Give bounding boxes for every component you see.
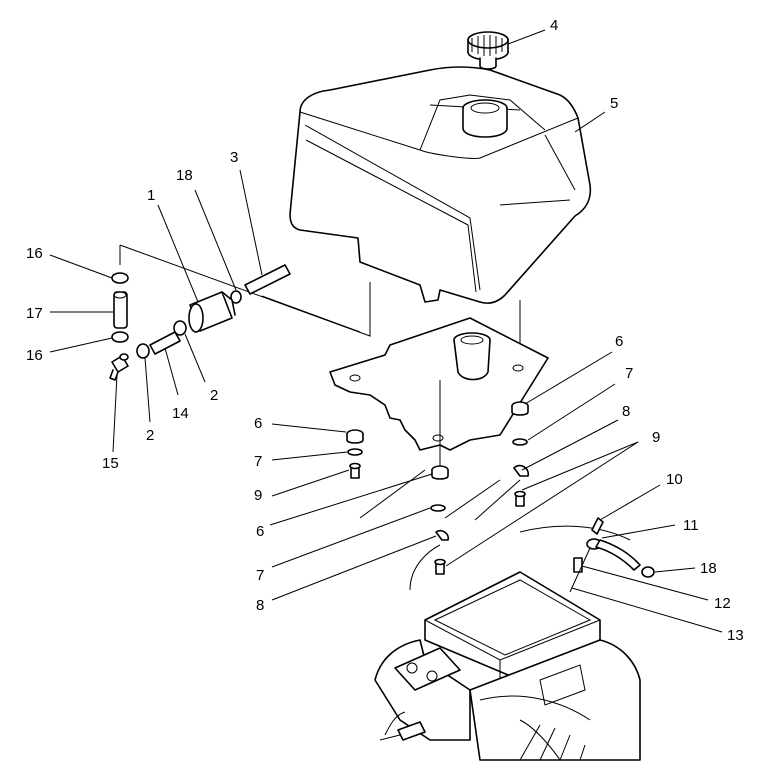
callout-14: 14 xyxy=(172,405,189,422)
callout-11: 11 xyxy=(683,517,699,534)
fuel-filter-assembly xyxy=(109,264,291,381)
callout-4: 4 xyxy=(550,17,558,34)
callout-1: 1 xyxy=(147,187,155,204)
fuel-pump-line xyxy=(569,517,655,593)
callout-7-center: 7 xyxy=(256,567,264,584)
engine xyxy=(374,571,641,761)
callout-16-bottom: 16 xyxy=(26,347,43,364)
callout-16-top: 16 xyxy=(26,245,43,262)
callout-8-center: 8 xyxy=(256,597,264,614)
mount-hardware-center xyxy=(430,465,450,575)
callout-2-left: 2 xyxy=(146,427,154,444)
callout-6-left: 6 xyxy=(254,415,262,432)
callout-labels: 4 5 3 18 1 16 17 16 2 14 2 15 6 7 8 9 6 … xyxy=(26,17,744,644)
callout-10: 10 xyxy=(666,471,683,488)
callout-7-left: 7 xyxy=(254,453,262,470)
mount-hardware-right xyxy=(511,401,530,507)
leader-lines xyxy=(49,29,723,633)
callout-6-right: 6 xyxy=(615,333,623,350)
callout-12: 12 xyxy=(714,595,731,612)
callout-8-right: 8 xyxy=(622,403,630,420)
callout-3: 3 xyxy=(230,149,238,166)
callout-9-right: 9 xyxy=(652,429,660,446)
callout-2-right: 2 xyxy=(210,387,218,404)
mount-hardware-left xyxy=(346,429,364,479)
callout-13: 13 xyxy=(727,627,744,644)
callout-18-left: 18 xyxy=(176,167,193,184)
fuel-tank xyxy=(289,66,592,360)
reference-lines xyxy=(119,244,631,591)
fuel-cap xyxy=(467,31,509,70)
callout-17: 17 xyxy=(26,305,43,322)
callout-7-right: 7 xyxy=(625,365,633,382)
tank-mounting-plate xyxy=(329,317,549,451)
callout-5: 5 xyxy=(610,95,618,112)
callout-9-left: 9 xyxy=(254,487,262,504)
callout-6-center: 6 xyxy=(256,523,264,540)
callout-15: 15 xyxy=(102,455,119,472)
callout-18-right: 18 xyxy=(700,560,717,577)
